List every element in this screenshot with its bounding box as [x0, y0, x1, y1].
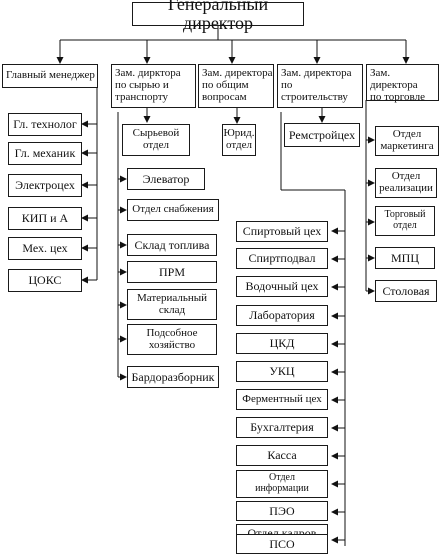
unit-raw-materials-dept: Сырьевой отдел: [122, 124, 190, 156]
unit-supply-dept: Отдел снабжения: [127, 199, 219, 221]
unit-auxiliary-farm: Подсобное хозяйство: [127, 324, 217, 355]
unit-alcohol-shop: Спиртовый цех: [236, 221, 328, 242]
unit-mpc: МПЦ: [375, 247, 435, 269]
unit-cashier: Касса: [236, 445, 328, 466]
unit-accounting: Бухгалтерия: [236, 417, 328, 438]
unit-fuel-warehouse: Склад топлива: [127, 234, 217, 256]
unit-trade-dept: Торговый отдел: [375, 206, 435, 236]
unit-peo: ПЭО: [236, 501, 328, 521]
unit-vodka-shop: Водочный цех: [236, 276, 328, 297]
unit-repair-construction-shop: Ремстройцех: [284, 123, 360, 147]
unit-chief-mechanic: Гл. механик: [8, 142, 82, 165]
unit-pso: ПСО: [236, 534, 328, 554]
head-deputy-trade: Зам. директора по торговле: [366, 64, 439, 103]
general-director-box: Генеральный директор: [132, 0, 304, 33]
unit-chief-technologist: Гл. технолог: [8, 113, 82, 136]
unit-legal-dept: Юрид. отдел: [222, 124, 256, 156]
head-deputy-construction: Зам. директора по строительству: [277, 64, 363, 108]
unit-laboratory: Лаборатория: [236, 305, 328, 326]
head-deputy-general-affairs: Зам. директора по общим вопросам: [198, 64, 274, 108]
unit-ckd: ЦКД: [236, 333, 328, 354]
head-chief-manager: Главный менеджер: [2, 64, 98, 88]
unit-sales-dept: Отдел реализации: [375, 168, 437, 198]
unit-prm: ПРМ: [127, 261, 217, 283]
unit-information-dept: Отдел информации: [236, 470, 328, 498]
unit-kip-a: КИП и А: [8, 207, 82, 230]
unit-coks: ЦОКС: [8, 269, 82, 292]
head-deputy-raw-transport: Зам. дирктора по сырью и транспорту: [111, 64, 196, 108]
unit-electric-shop: Электроцех: [8, 174, 82, 197]
unit-canteen: Столовая: [375, 280, 437, 302]
unit-marketing-dept: Отдел маркетинга: [375, 126, 439, 156]
unit-alcohol-cellar: Спиртподвал: [236, 248, 328, 269]
unit-mech-shop: Мех. цех: [8, 237, 82, 260]
unit-enzyme-shop: Ферментный цех: [236, 389, 328, 410]
unit-ukc: УКЦ: [236, 361, 328, 382]
unit-materials-warehouse: Материальный склад: [127, 289, 217, 320]
unit-bardo-disposal: Бардоразборник: [127, 366, 219, 388]
unit-elevator: Элеватор: [127, 168, 205, 190]
